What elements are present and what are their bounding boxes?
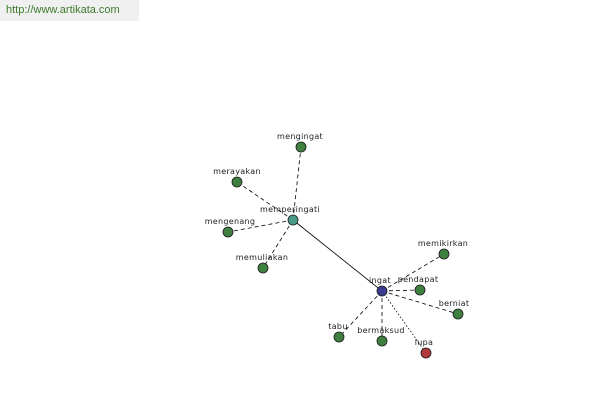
- node-tabu[interactable]: tabu: [328, 322, 347, 343]
- node-bermaksud[interactable]: bermaksud: [357, 326, 405, 347]
- edge-ingat-berniat: [381, 290, 459, 315]
- node-label-mengenang: mengenang: [205, 217, 256, 226]
- source-url-text: http://www.artikata.com: [6, 4, 120, 16]
- edge-ingat-memikirkan: [381, 253, 445, 292]
- node-label-memperingati: memperingati: [260, 205, 320, 214]
- node-marker-memperingati[interactable]: [287, 214, 299, 226]
- node-marker-memikirkan[interactable]: [438, 248, 450, 260]
- node-label-mengingat: mengingat: [277, 132, 323, 141]
- edge-ingat-lupa: [381, 290, 427, 354]
- edges-layer: [227, 146, 459, 354]
- node-label-memikirkan: memikirkan: [418, 239, 468, 248]
- node-merayakan[interactable]: merayakan: [213, 167, 261, 188]
- node-marker-pendapat[interactable]: [414, 284, 426, 296]
- source-url-banner[interactable]: http://www.artikata.com: [0, 0, 139, 21]
- node-marker-merayakan[interactable]: [231, 176, 243, 188]
- node-memperingati[interactable]: memperingati: [260, 205, 320, 226]
- edge-memperingati-ingat: [292, 219, 383, 292]
- node-label-pendapat: pendapat: [398, 275, 439, 284]
- node-label-tabu: tabu: [328, 322, 347, 331]
- node-label-ingat: ingat: [369, 276, 391, 285]
- edge-memperingati-merayakan: [236, 181, 294, 221]
- node-label-berniat: berniat: [439, 299, 470, 308]
- node-marker-tabu[interactable]: [333, 331, 345, 343]
- node-mengingat[interactable]: mengingat: [277, 132, 323, 153]
- node-label-merayakan: merayakan: [213, 167, 261, 176]
- node-marker-mengenang[interactable]: [222, 226, 234, 238]
- node-lupa[interactable]: lupa: [415, 338, 433, 359]
- node-marker-berniat[interactable]: [452, 308, 464, 320]
- node-marker-memuliakan[interactable]: [257, 262, 269, 274]
- node-marker-mengingat[interactable]: [295, 141, 307, 153]
- node-memikirkan[interactable]: memikirkan: [418, 239, 468, 260]
- node-label-lupa: lupa: [415, 338, 433, 347]
- node-marker-lupa[interactable]: [420, 347, 432, 359]
- node-marker-ingat[interactable]: [376, 285, 388, 297]
- edge-ingat-pendapat: [381, 289, 421, 292]
- node-memuliakan[interactable]: memuliakan: [236, 253, 288, 274]
- edge-ingat-tabu: [338, 290, 383, 338]
- node-label-memuliakan: memuliakan: [236, 253, 288, 262]
- node-label-bermaksud: bermaksud: [357, 326, 405, 335]
- node-marker-bermaksud[interactable]: [376, 335, 388, 347]
- node-berniat[interactable]: berniat: [439, 299, 470, 320]
- edge-memperingati-mengingat: [292, 146, 302, 221]
- node-pendapat[interactable]: pendapat: [398, 275, 439, 296]
- node-ingat[interactable]: ingat: [369, 276, 391, 297]
- nodes-layer: ingat memperingati mengingat merayakan menge…: [205, 132, 470, 359]
- edge-memperingati-memuliakan: [262, 219, 294, 269]
- node-mengenang[interactable]: mengenang: [205, 217, 256, 238]
